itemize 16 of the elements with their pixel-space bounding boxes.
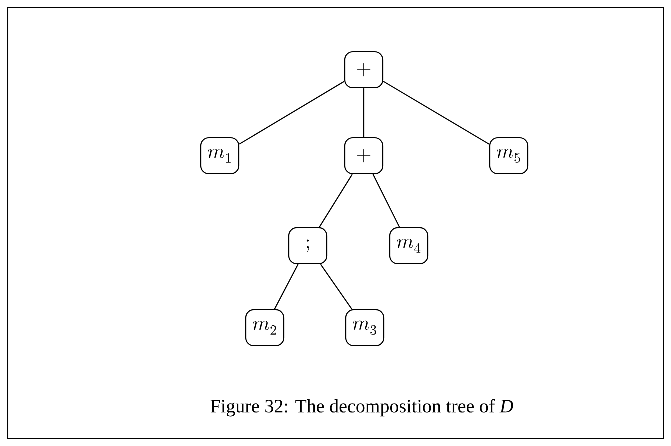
tree-node: $m_4$ [389,227,429,265]
tree-edge [319,174,353,228]
caption: Figure 32: The decomposition tree of D [210,399,514,417]
tree-node: $;$ [288,227,328,265]
tree-node: $m_1$ [200,137,240,175]
tree-edge [274,264,299,310]
tree-node: $+$ [344,137,384,175]
tree-edge [239,81,345,145]
tree-edge [320,264,353,310]
tree-node: $m_3$ [345,309,385,347]
tree-node: $m_5$ [489,137,529,175]
tree-edge [372,174,400,228]
tree-edge [363,88,365,138]
tree-edge [383,81,490,145]
tree-node: $m_2$ [245,309,285,347]
tree-node: $+$ [344,51,384,89]
